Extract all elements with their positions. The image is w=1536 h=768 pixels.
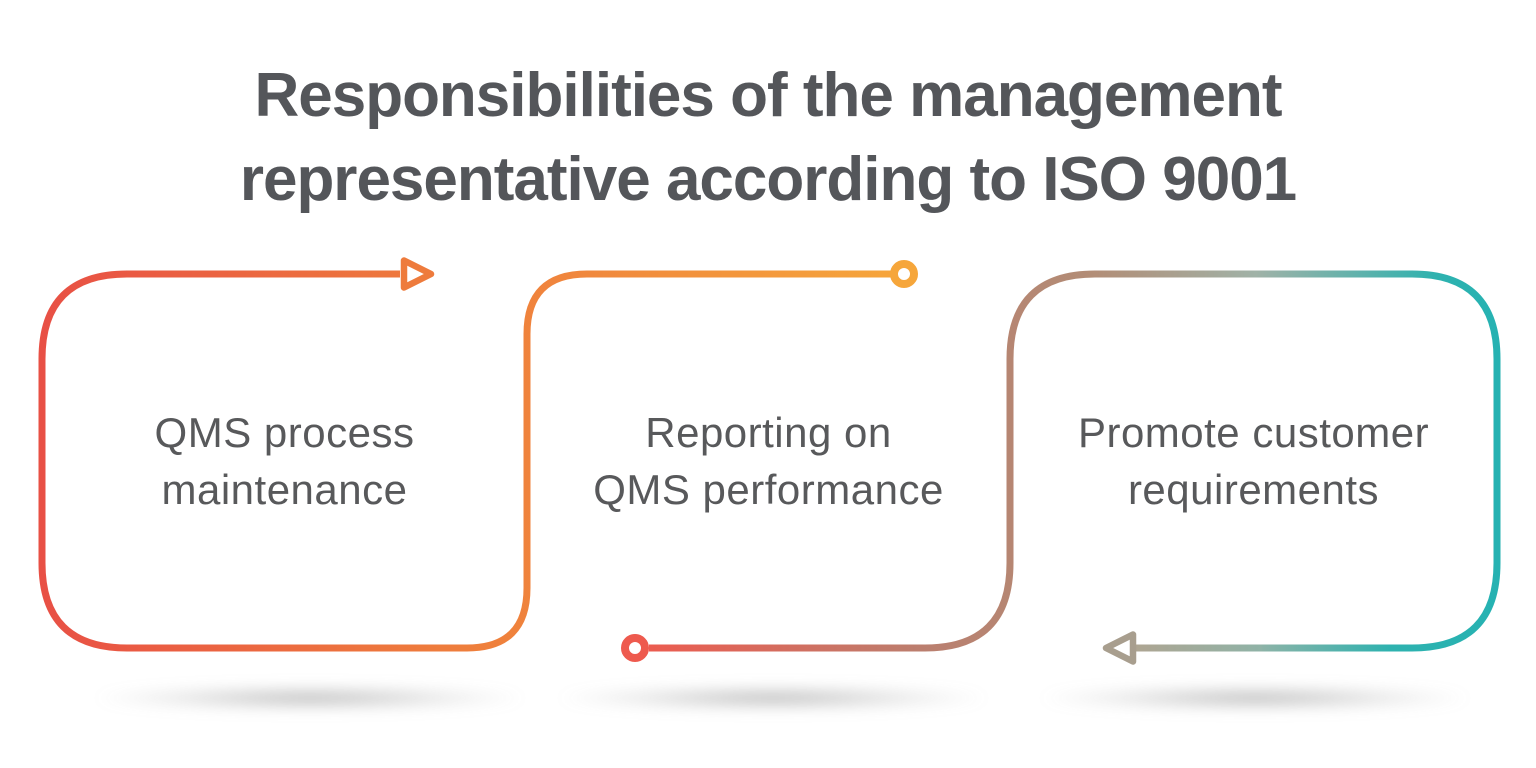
step3-label: Promote customer requirements [1010,404,1497,518]
step1-shadow [95,686,525,710]
step2-shadow [558,686,988,710]
flow-path-step3 [1258,372,1501,652]
page-title-line2: representative according to ISO 9001 [239,145,1297,214]
circle-ring-top-icon [890,260,918,288]
page-title-line1: Responsibilities of the management [254,61,1282,130]
arrow-left-icon [1102,631,1137,665]
page-title: Responsibilities of the management repre… [0,54,1536,222]
flow-path-step2 [649,270,1501,652]
step1-label-line1: QMS process [154,409,415,456]
step2-label-line1: Reporting on [645,409,892,456]
step1-label-line2: maintenance [161,466,408,513]
arrow-right-icon [400,257,435,291]
step2-label: Reporting on QMS performance [527,404,1010,518]
circle-ring-bottom-icon [621,634,649,662]
flow-path-step1 [38,270,892,652]
step1-label: QMS process maintenance [42,404,527,518]
step3-shadow [1040,686,1470,710]
step2-label-line2: QMS performance [593,466,944,513]
step3-label-line1: Promote customer [1077,409,1430,456]
step3-label-line2: requirements [1127,466,1380,513]
